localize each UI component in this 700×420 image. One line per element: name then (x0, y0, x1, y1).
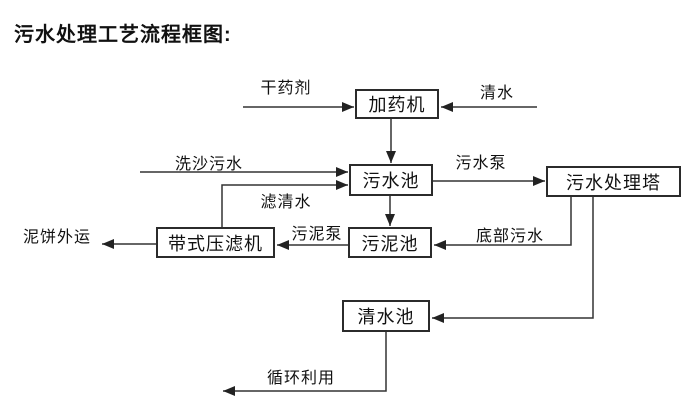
edge-label-filtered-water: 滤清水 (260, 194, 312, 211)
edge-label-clean-water: 清水 (479, 85, 515, 102)
edge-label-sludge-pump: 污泥泵 (291, 226, 343, 243)
edge-bottom-sewage-tower-to-sludge-pool (434, 197, 572, 250)
edge-label-recycling: 循环利用 (266, 370, 336, 387)
node-dosing-machine: 加药机 (355, 89, 439, 119)
edge-label-dry-chemical: 干药剂 (260, 80, 312, 97)
edge-label-sand-washing-sewage: 洗沙污水 (174, 156, 244, 173)
diagram-title: 污水处理工艺流程框图: (14, 24, 232, 46)
node-treatment-tower: 污水处理塔 (546, 166, 681, 197)
edge-filtered-water-to-sewage-pool (221, 180, 348, 227)
node-clean-water-pool: 清水池 (342, 300, 430, 332)
edge-label-bottom-sewage: 底部污水 (475, 228, 545, 245)
node-sludge-pool: 污泥池 (348, 227, 432, 258)
node-sewage-pool: 污水池 (349, 164, 433, 196)
edge-clean-water-pool-to-recycling (223, 332, 387, 396)
edge-label-mud-cake-out: 泥饼外运 (22, 229, 92, 246)
edge-label-sewage-pump: 污水泵 (455, 155, 507, 172)
node-belt-filter-press: 带式压滤机 (156, 227, 275, 258)
edge-treatment-tower-to-clean-water-pool (432, 197, 594, 323)
